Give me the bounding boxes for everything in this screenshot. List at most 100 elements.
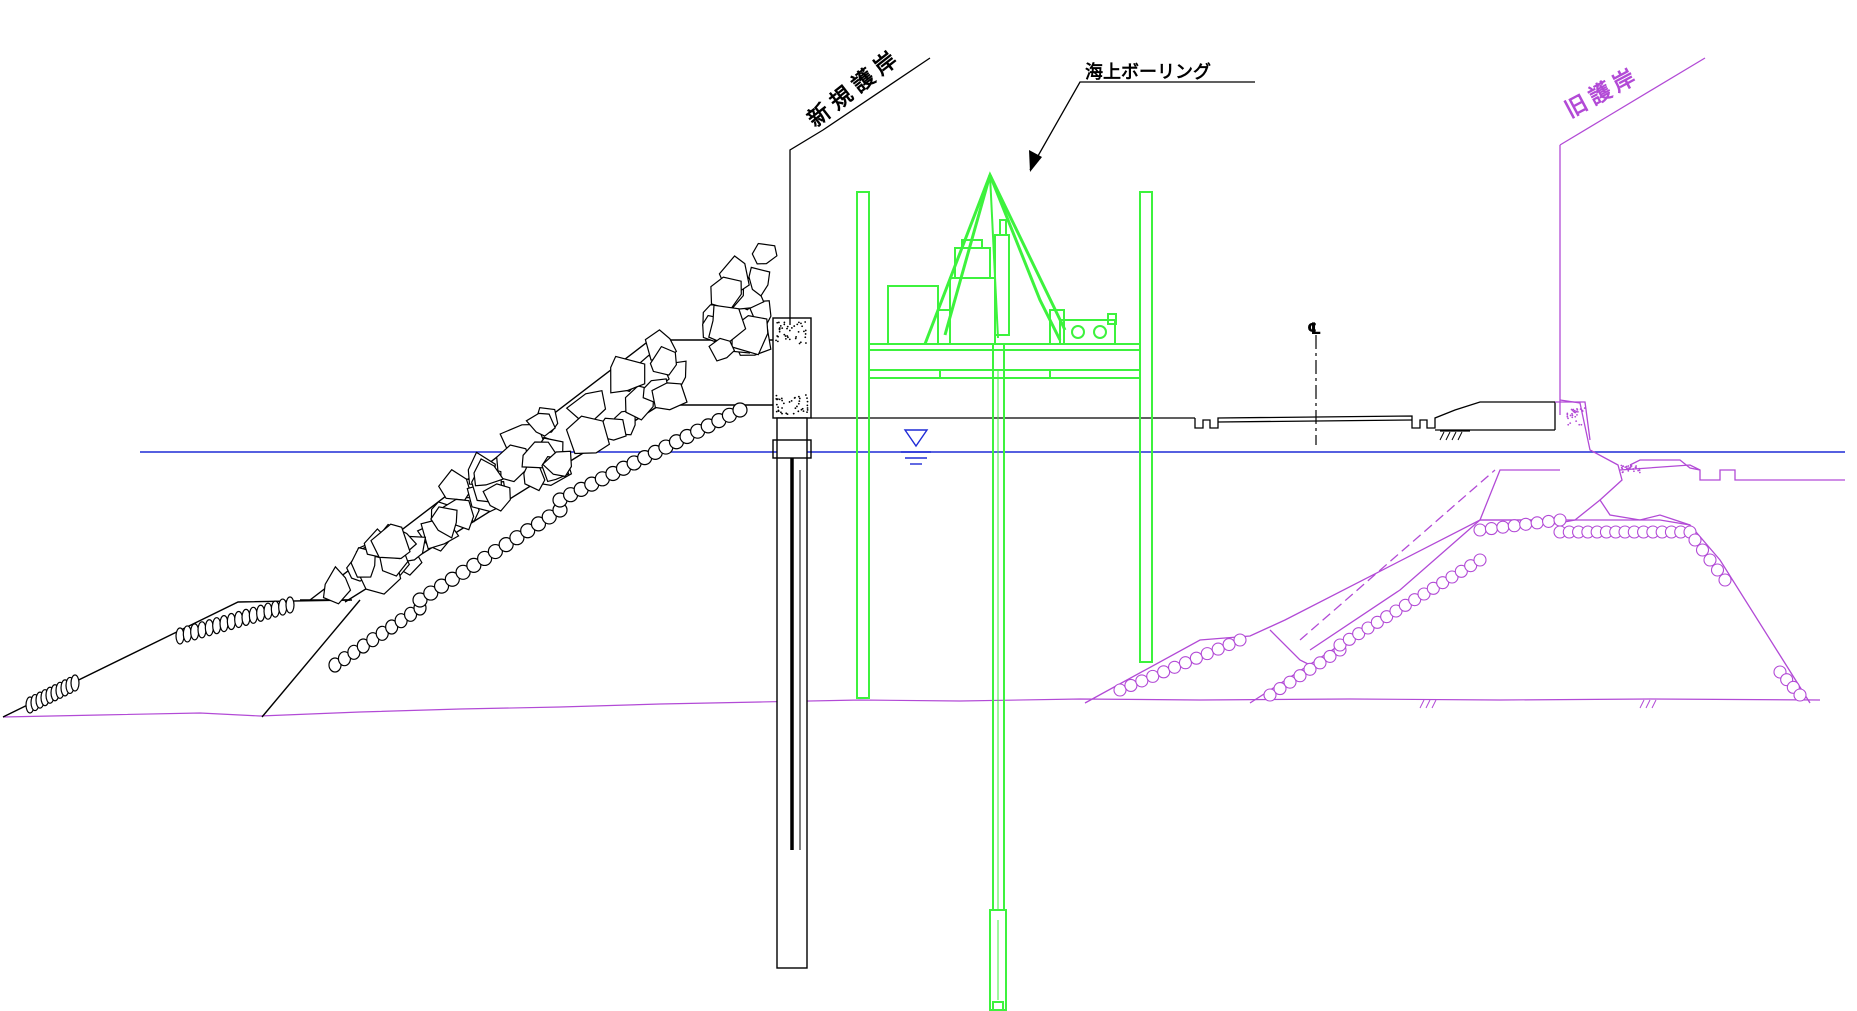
texture-dot [1621,467,1624,470]
texture-dot [1571,414,1574,417]
rubble-stone [1464,559,1478,573]
texture-dot [1632,468,1635,470]
texture-dot [806,409,809,411]
texture-dot [1567,423,1570,426]
texture-dot [790,327,793,329]
rubble-stone [1507,519,1521,533]
texture-dot [796,323,799,326]
old-seawall-hatch [1419,699,1657,709]
texture-dot [784,337,787,340]
rubble-stone [70,674,80,692]
rubble-stone [1113,683,1127,697]
rubble-stone [1352,627,1366,641]
armour-blocks [322,242,778,605]
texture-dot [1581,409,1584,412]
texture-dot [1635,465,1638,467]
texture-dot [775,339,777,342]
texture-dot [798,400,801,403]
texture-dot [779,325,782,327]
texture-dot [786,327,788,330]
armour-block [525,412,556,437]
texture-dot [776,398,778,401]
texture-dot [800,408,803,411]
boring-rod [989,344,1007,1011]
rubble-stone [1135,674,1149,688]
texture-dot [780,411,782,414]
rubble-stone [455,564,471,580]
rubble-stone [466,557,482,573]
texture-dot [1638,471,1641,474]
rubble-stone [1361,621,1375,635]
centerline-label: ℄ [1307,319,1321,338]
rubble-stone [1445,570,1459,584]
texture-dot [1583,407,1586,409]
texture-dot [793,397,796,399]
rubble-stone [498,537,514,553]
texture-dot [778,330,781,333]
rubble-stone [530,516,547,532]
rubble-stone [487,543,503,560]
old-seawall-label: 旧護岸 [1561,62,1645,123]
texture-dot [781,407,783,409]
texture-dot [775,403,778,406]
seabed-line [2,698,1821,718]
texture-dot [776,321,779,324]
texture-dot [798,342,801,345]
texture-dot [782,402,785,405]
texture-dot [1571,412,1573,415]
rubble-stone [1553,513,1567,527]
texture-dot [1573,409,1576,412]
texture-dot [786,413,789,416]
armour-block [430,506,458,539]
texture-dot [1629,464,1632,467]
texture-dot [794,337,797,340]
rubble-stone [1473,523,1487,537]
armour-block [748,266,771,297]
texture-dot [804,321,807,323]
rubble-stone [1793,688,1807,702]
texture-dot [1580,423,1583,426]
rubble-stone [182,625,192,643]
texture-dot [806,407,809,409]
rubble-stone [1342,632,1356,646]
texture-dot [777,321,780,324]
rubble-stone [1211,642,1225,656]
texture-dot [777,335,779,338]
rubble-stone [412,592,428,608]
armour-block [322,565,352,605]
rubble-stone [204,619,214,637]
old-seawall-structure [1084,57,1845,704]
texture-dot [804,336,807,339]
rubble-stone [263,602,273,620]
boring-tower [923,171,1067,345]
texture-dot [786,325,789,328]
texture-dot [797,395,800,398]
texture-dot [801,325,804,328]
texture-dot [1569,422,1572,425]
texture-dot [1578,423,1581,426]
rubble-stone [1542,514,1556,528]
texture-dot [788,338,791,341]
armour-block [751,242,778,265]
texture-dot [1620,464,1623,467]
texture-dot [783,321,786,324]
armour-block [651,382,688,411]
texture-dot [1566,415,1569,418]
texture-dot [1576,407,1578,410]
texture-dot [1633,470,1635,473]
rubble-stone [1454,564,1468,578]
rubble-stone [1473,553,1487,567]
texture-dot [1627,465,1630,467]
texture-dot [1637,469,1640,472]
rubble-stone [241,608,251,627]
rubble-stone [270,600,280,618]
rubble-stone [1283,675,1297,689]
texture-dot [800,322,802,325]
texture-dot [777,409,780,412]
armour-block [496,444,532,483]
texture-dot [1571,416,1574,419]
texture-dot [1625,465,1628,468]
new-seawall-pile [772,317,812,969]
rubble-stone [1695,543,1710,557]
rubble-stone [1303,662,1317,676]
